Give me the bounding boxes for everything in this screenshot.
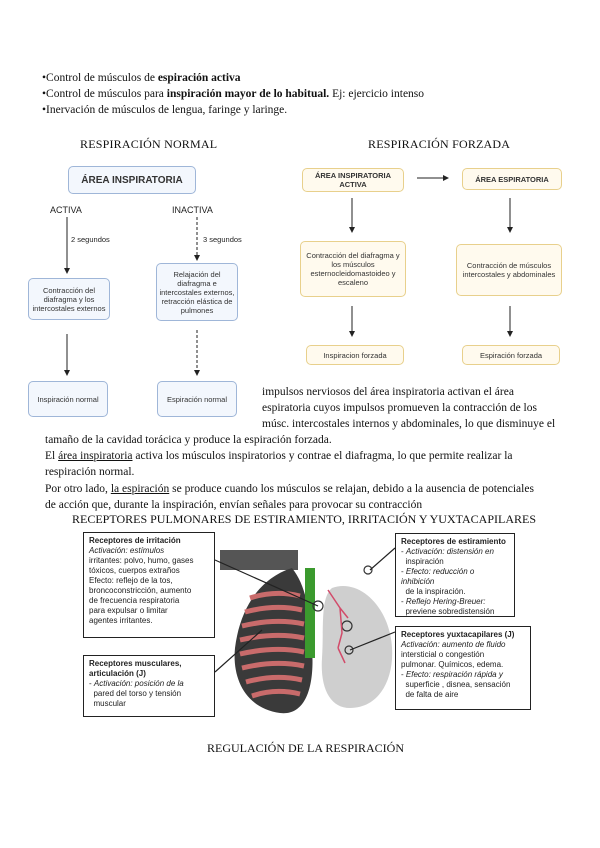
normal-title: RESPIRACIÓN NORMAL: [80, 137, 218, 151]
forzada-left-box: Contracción del diafragma y los músculos…: [300, 241, 406, 297]
activa-label: ACTIVA: [50, 205, 82, 215]
espiracion-forzada-box: Espiración forzada: [462, 345, 560, 365]
paragraph-1b: espiratoria cuyos impulsos promueven la …: [262, 402, 537, 414]
receptores-irritacion-box: Receptores de irritación Activación: est…: [83, 532, 215, 638]
paragraph-3: Por otro lado, la espiración se produce …: [45, 483, 534, 495]
paragraph-1d: tamaño de la cavidad torácica y produce …: [45, 434, 332, 446]
bullet-list: •Control de músculos de espiración activ…: [42, 70, 424, 118]
area-espiratoria-box: ÁREA ESPIRATORIA: [462, 168, 562, 190]
illustration-caption-box: [220, 550, 298, 570]
tres-segundos-label: 3 segundos: [203, 235, 242, 244]
nerve-bar: [305, 568, 315, 658]
receptores-title: RECEPTORES PULMONARES DE ESTIRAMIENTO, I…: [72, 512, 536, 526]
forzada-title: RESPIRACIÓN FORZADA: [368, 137, 511, 151]
paragraph-1c: músc. intercostales internos y abdominal…: [262, 418, 556, 430]
receptores-musculares-box: Receptores musculares, articulación (J) …: [83, 655, 215, 717]
area-inspiratoria-box: ÁREA INSPIRATORIA: [68, 166, 196, 194]
paragraph-3b: de acción que, durante la inspiración, e…: [45, 499, 423, 511]
area-insp-activa-box: ÁREA INSPIRATORIA ACTIVA: [302, 168, 404, 192]
footer-title: REGULACIÓN DE LA RESPIRACIÓN: [207, 741, 405, 755]
airway: [327, 589, 349, 664]
forzada-right-box: Contracción de músculos intercostales y …: [456, 244, 562, 296]
paragraph-2: El área inspiratoria activa los músculos…: [45, 450, 513, 462]
espiracion-normal-box: Espiración normal: [157, 381, 237, 417]
ribs: [239, 590, 305, 699]
bullet-1: •Control de músculos de espiración activ…: [42, 72, 241, 84]
paragraph-1a: impulsos nerviosos del área inspiratoria…: [262, 386, 514, 398]
receptores-yuxtacapilares-box: Receptores yuxtacapilares (J) Activación…: [395, 626, 531, 710]
relajacion-box: Relajación del diafragma e intercostales…: [156, 263, 238, 321]
inactiva-label: INACTIVA: [172, 205, 213, 215]
contraccion-box: Contracción del diafragma y los intercos…: [28, 278, 110, 320]
paragraph-2b: respiración normal.: [45, 466, 135, 478]
inspiracion-normal-box: Inspiración normal: [28, 381, 108, 417]
bullet-2: •Control de músculos para inspiración ma…: [42, 88, 425, 100]
receptores-estiramiento-box: Receptores de estiramiento - Activación:…: [395, 533, 515, 617]
dos-segundos-label: 2 segundos: [71, 235, 110, 244]
inspiracion-forzada-box: Inspiracion forzada: [306, 345, 404, 365]
bullet-3: •Inervación de músculos de lengua, farin…: [42, 104, 288, 116]
